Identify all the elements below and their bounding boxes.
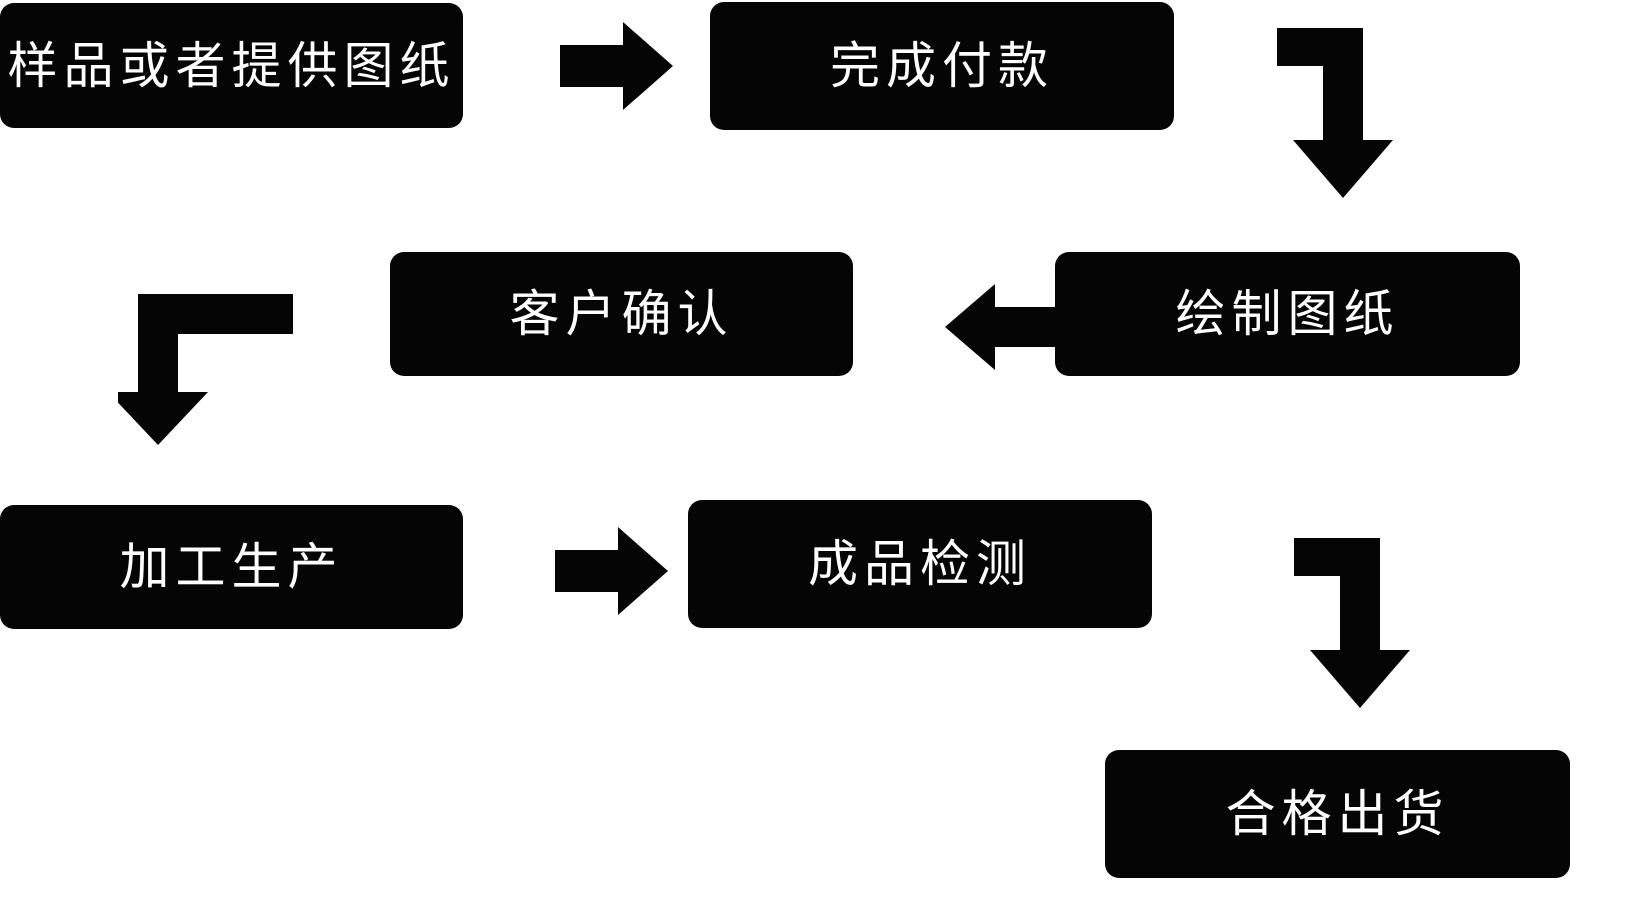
node-label: 绘制图纸 — [1175, 285, 1400, 343]
arrow-left-icon — [940, 282, 1060, 372]
node-complete-payment[interactable]: 完成付款 — [710, 2, 1174, 130]
elbow-arrow-right-down-icon — [1242, 538, 1427, 710]
node-label: 加工生产 — [119, 538, 344, 596]
node-label: 合格出货 — [1225, 785, 1450, 843]
node-label: 成品检测 — [808, 535, 1032, 593]
elbow-arrow-left-down-icon — [118, 292, 298, 447]
node-draw-drawing[interactable]: 绘制图纸 — [1055, 252, 1520, 376]
node-sample-or-drawing[interactable]: 样品或者提供图纸 — [0, 3, 463, 128]
node-label: 完成付款 — [830, 37, 1054, 95]
node-customer-confirm[interactable]: 客户确认 — [390, 252, 853, 376]
node-label: 客户确认 — [509, 285, 734, 343]
elbow-arrow-right-down-icon — [1225, 28, 1410, 200]
arrow-right-icon — [530, 525, 670, 617]
node-production[interactable]: 加工生产 — [0, 505, 463, 629]
node-qualified-shipment[interactable]: 合格出货 — [1105, 750, 1570, 878]
arrow-right-icon — [535, 20, 675, 112]
node-label: 样品或者提供图纸 — [7, 36, 456, 95]
node-final-inspection[interactable]: 成品检测 — [688, 500, 1152, 628]
